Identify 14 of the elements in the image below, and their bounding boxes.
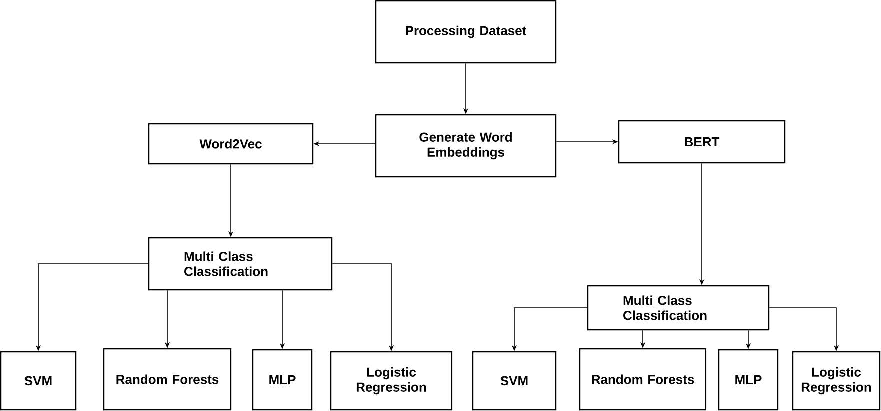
process-box: Logistic Regression <box>792 351 881 411</box>
process-box: Processing Dataset <box>375 0 557 64</box>
process-box: Word2Vec <box>148 123 314 165</box>
process-box: MLP <box>252 349 313 411</box>
process-box: Random Forests <box>579 348 707 411</box>
process-box: MLP <box>718 349 779 411</box>
process-box: Random Forests <box>103 348 232 411</box>
process-box: SVM <box>472 351 557 411</box>
process-box: Generate Word Embeddings <box>375 114 557 178</box>
process-box: Multi Class Classification <box>587 285 770 331</box>
process-box: Logistic Regression <box>330 351 453 411</box>
process-box: BERT <box>618 120 786 164</box>
process-box: SVM <box>0 351 77 411</box>
process-box: Multi Class Classification <box>148 237 333 291</box>
